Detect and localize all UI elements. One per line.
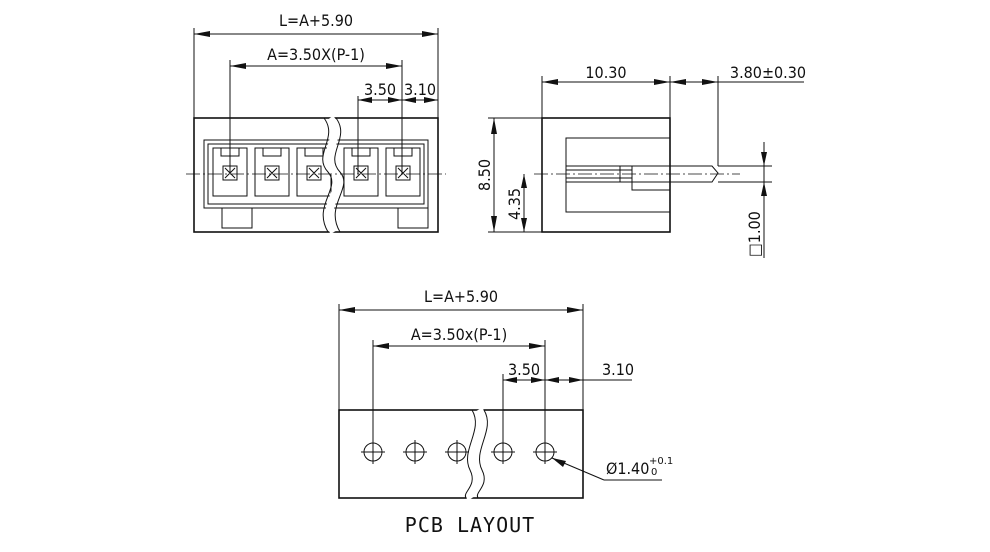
front-length-label: L=A+5.90 xyxy=(279,11,353,30)
front-edge-label: 3.10 xyxy=(404,80,436,99)
side-view: 10.30 3.80±0.30 8.50 4.35 □1.00 xyxy=(475,63,806,258)
pcb-outline xyxy=(338,409,584,499)
pcb-pitch-total-label: A=3.50x(P-1) xyxy=(411,325,507,344)
pcb-hole-tolerance-upper: +0.1 xyxy=(649,456,673,467)
front-pitch-total-label: A=3.50X(P-1) xyxy=(267,45,365,64)
front-foot-right xyxy=(397,208,429,229)
side-pin xyxy=(565,165,719,183)
front-body-outline xyxy=(193,117,439,233)
side-depth-label: 10.30 xyxy=(585,63,626,82)
pcb-hole-label: Ø1.40 xyxy=(606,459,649,478)
pcb-hole-tolerance-lower: 0 xyxy=(651,467,657,478)
front-foot-left xyxy=(221,208,253,229)
side-cavity xyxy=(565,137,670,213)
pcb-length-label: L=A+5.90 xyxy=(424,287,498,306)
pcb-layout: L=A+5.90 A=3.50x(P-1) 3.50 3.10 Ø1.40 +0… xyxy=(338,287,673,537)
pcb-layout-caption: PCB LAYOUT xyxy=(405,513,535,537)
pcb-holes xyxy=(361,440,557,464)
side-pin-length-label: 3.80±0.30 xyxy=(730,63,806,82)
front-break-line xyxy=(322,117,333,233)
side-pin-height-label: 4.35 xyxy=(505,188,524,220)
side-pin-size-label: □1.00 xyxy=(745,211,764,257)
side-height-label: 8.50 xyxy=(475,159,494,191)
pcb-edge-label: 3.10 xyxy=(602,360,634,379)
front-pitch-label: 3.50 xyxy=(364,80,396,99)
pcb-pitch-label: 3.50 xyxy=(508,360,540,379)
side-body-outline xyxy=(541,117,671,233)
pcb-break-line xyxy=(464,409,476,499)
front-view: L=A+5.90 A=3.50X(P-1) 3.50 3.10 xyxy=(186,11,446,235)
front-contacts xyxy=(212,147,421,197)
